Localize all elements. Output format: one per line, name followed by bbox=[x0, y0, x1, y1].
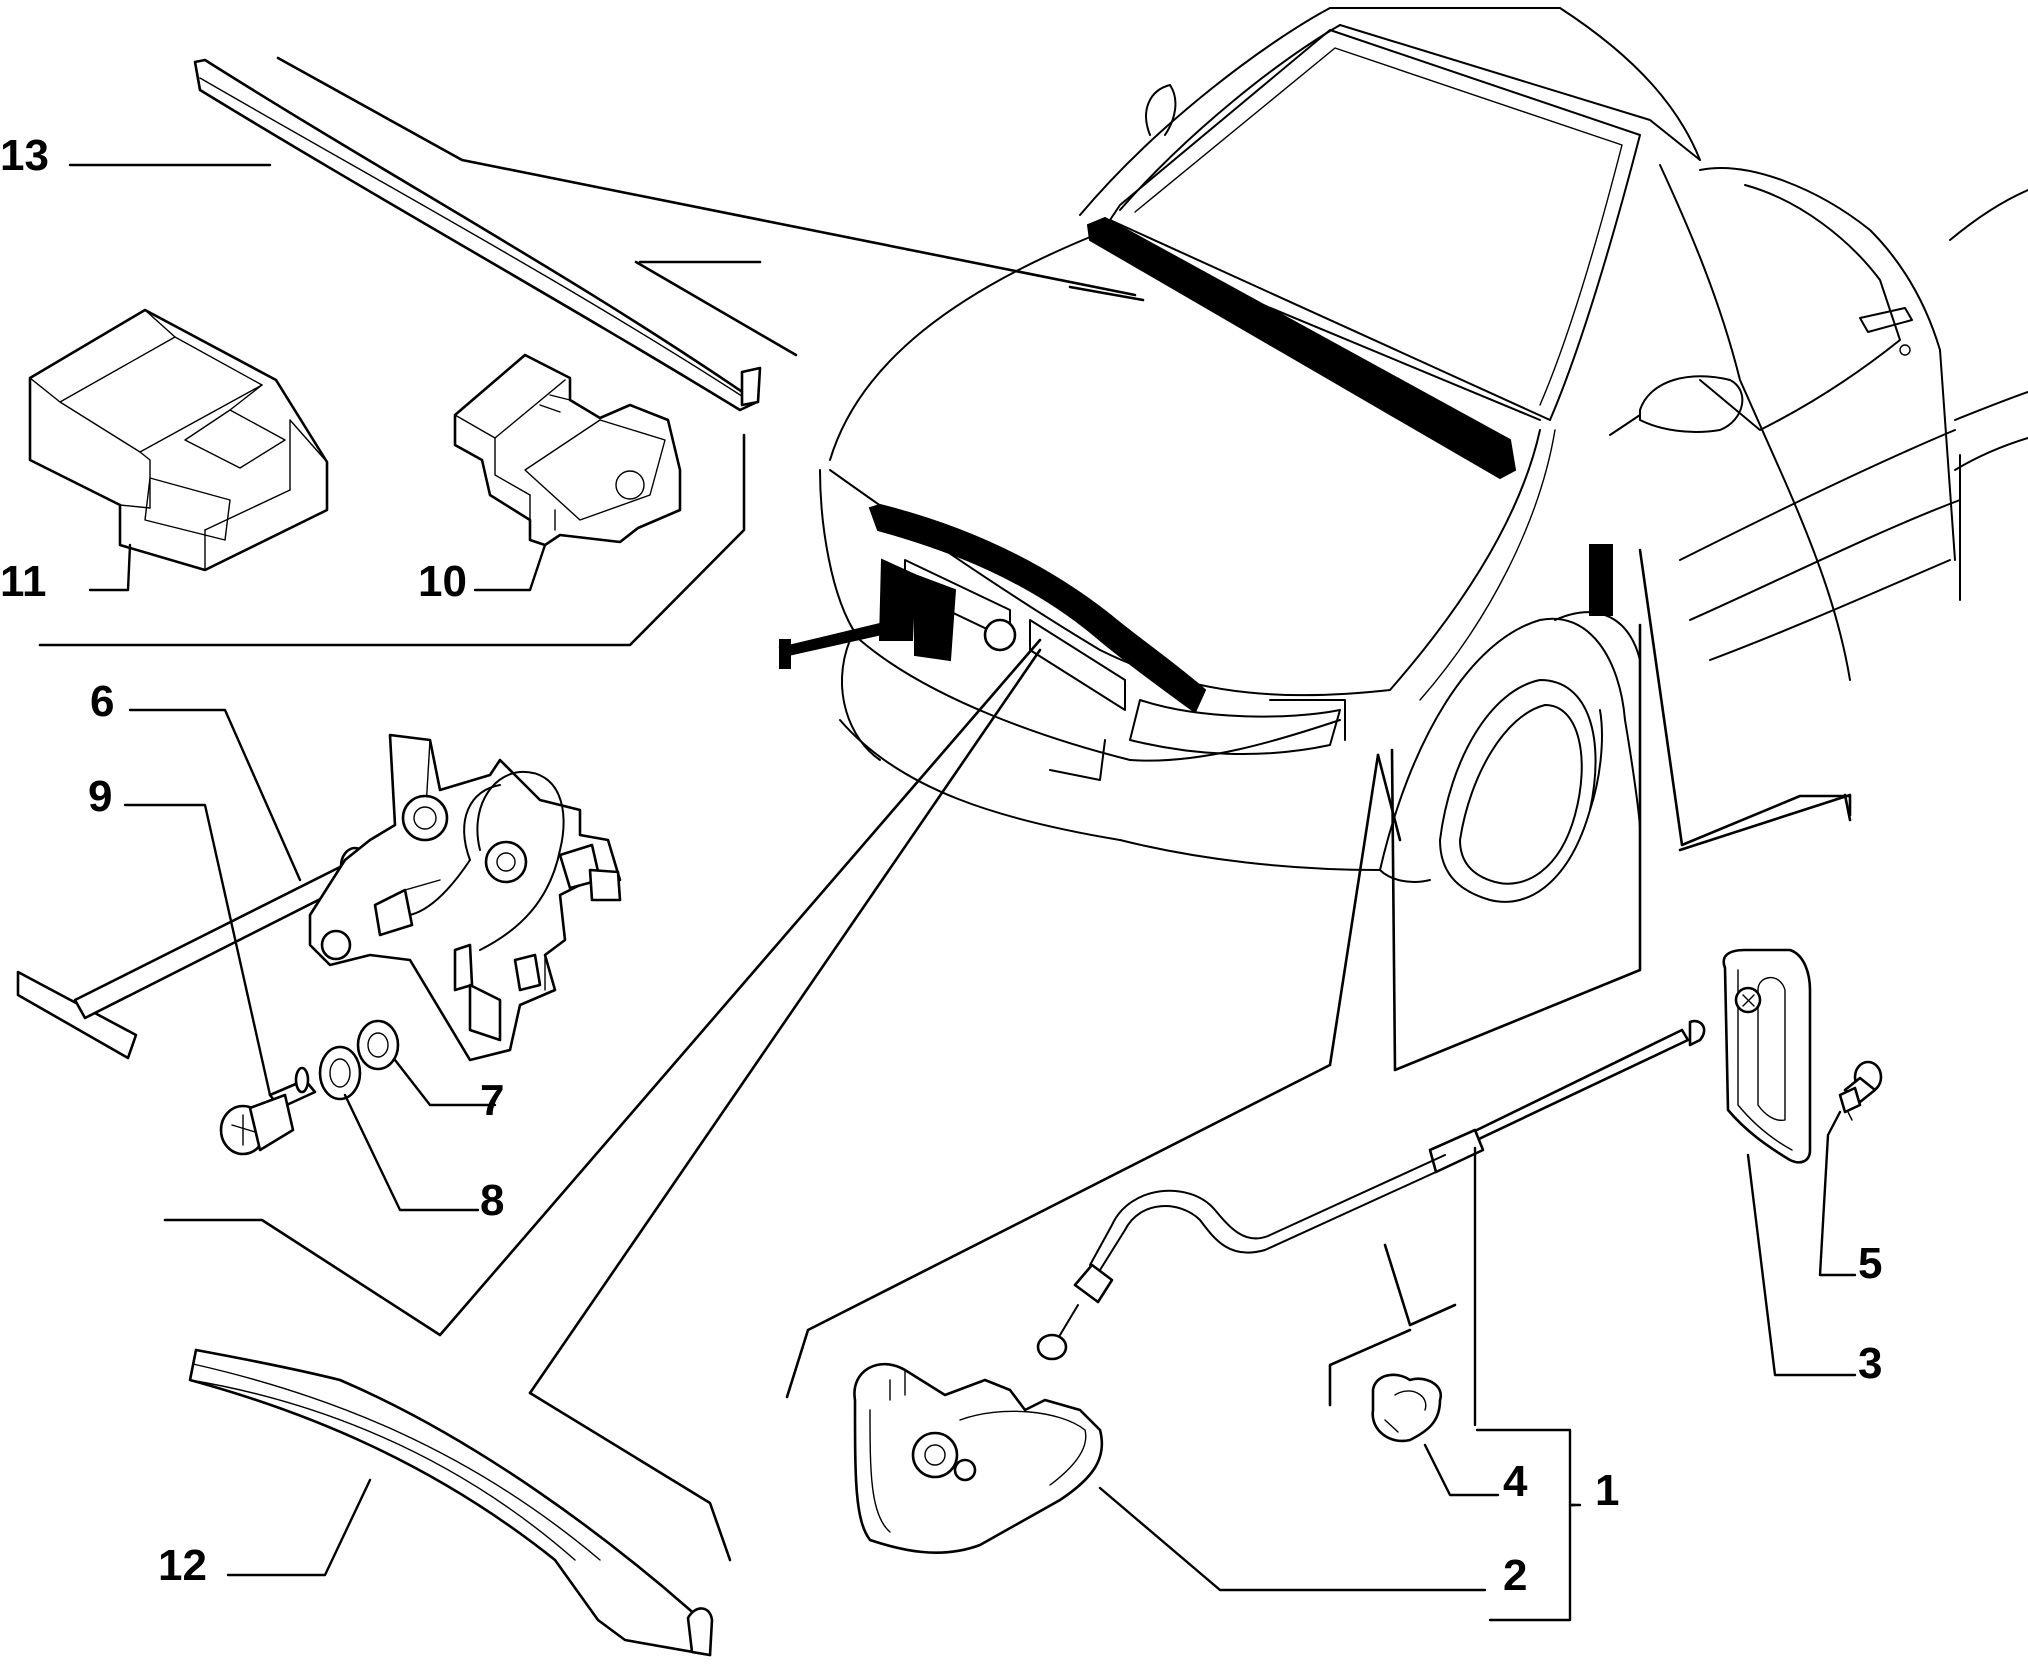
part-9-bolt bbox=[219, 1066, 317, 1156]
callout-2: 2 bbox=[1503, 1551, 1527, 1600]
callout-6: 6 bbox=[90, 677, 114, 726]
callout-5: 5 bbox=[1858, 1239, 1882, 1288]
parts-7-8-washers bbox=[318, 1019, 400, 1101]
callout-1: 1 bbox=[1595, 1466, 1619, 1515]
callout-13: 13 bbox=[0, 131, 49, 180]
connector-lines bbox=[38, 56, 1852, 1562]
part-12-seal-strip bbox=[188, 1348, 714, 1657]
part-11-tray bbox=[28, 308, 329, 572]
callouts: 13 11 10 6 9 7 8 12 5 3 4 1 2 bbox=[0, 131, 1882, 1600]
vehicle-highlighted-parts bbox=[778, 216, 1613, 714]
callout-3: 3 bbox=[1858, 1339, 1882, 1388]
callout-12: 12 bbox=[158, 1541, 207, 1590]
callout-11: 11 bbox=[0, 557, 47, 606]
part-2-release-handle bbox=[853, 1362, 1104, 1554]
part-3-mount-bracket bbox=[1722, 948, 1812, 1164]
callout-7: 7 bbox=[480, 1076, 504, 1125]
callout-10: 10 bbox=[418, 557, 467, 606]
callout-8: 8 bbox=[480, 1176, 504, 1225]
bonnet-latch bbox=[308, 733, 622, 1062]
leader-lines bbox=[68, 163, 1857, 1622]
part-5-screw bbox=[1838, 1060, 1883, 1121]
callout-4: 4 bbox=[1503, 1457, 1528, 1506]
vehicle-outline bbox=[819, 7, 2028, 903]
part-13-seal-strip bbox=[193, 58, 762, 412]
release-cable-assembly bbox=[1036, 1019, 1706, 1361]
part-10-bracket bbox=[453, 353, 682, 547]
callout-9: 9 bbox=[88, 772, 112, 821]
part-4-clip bbox=[1371, 1373, 1443, 1443]
